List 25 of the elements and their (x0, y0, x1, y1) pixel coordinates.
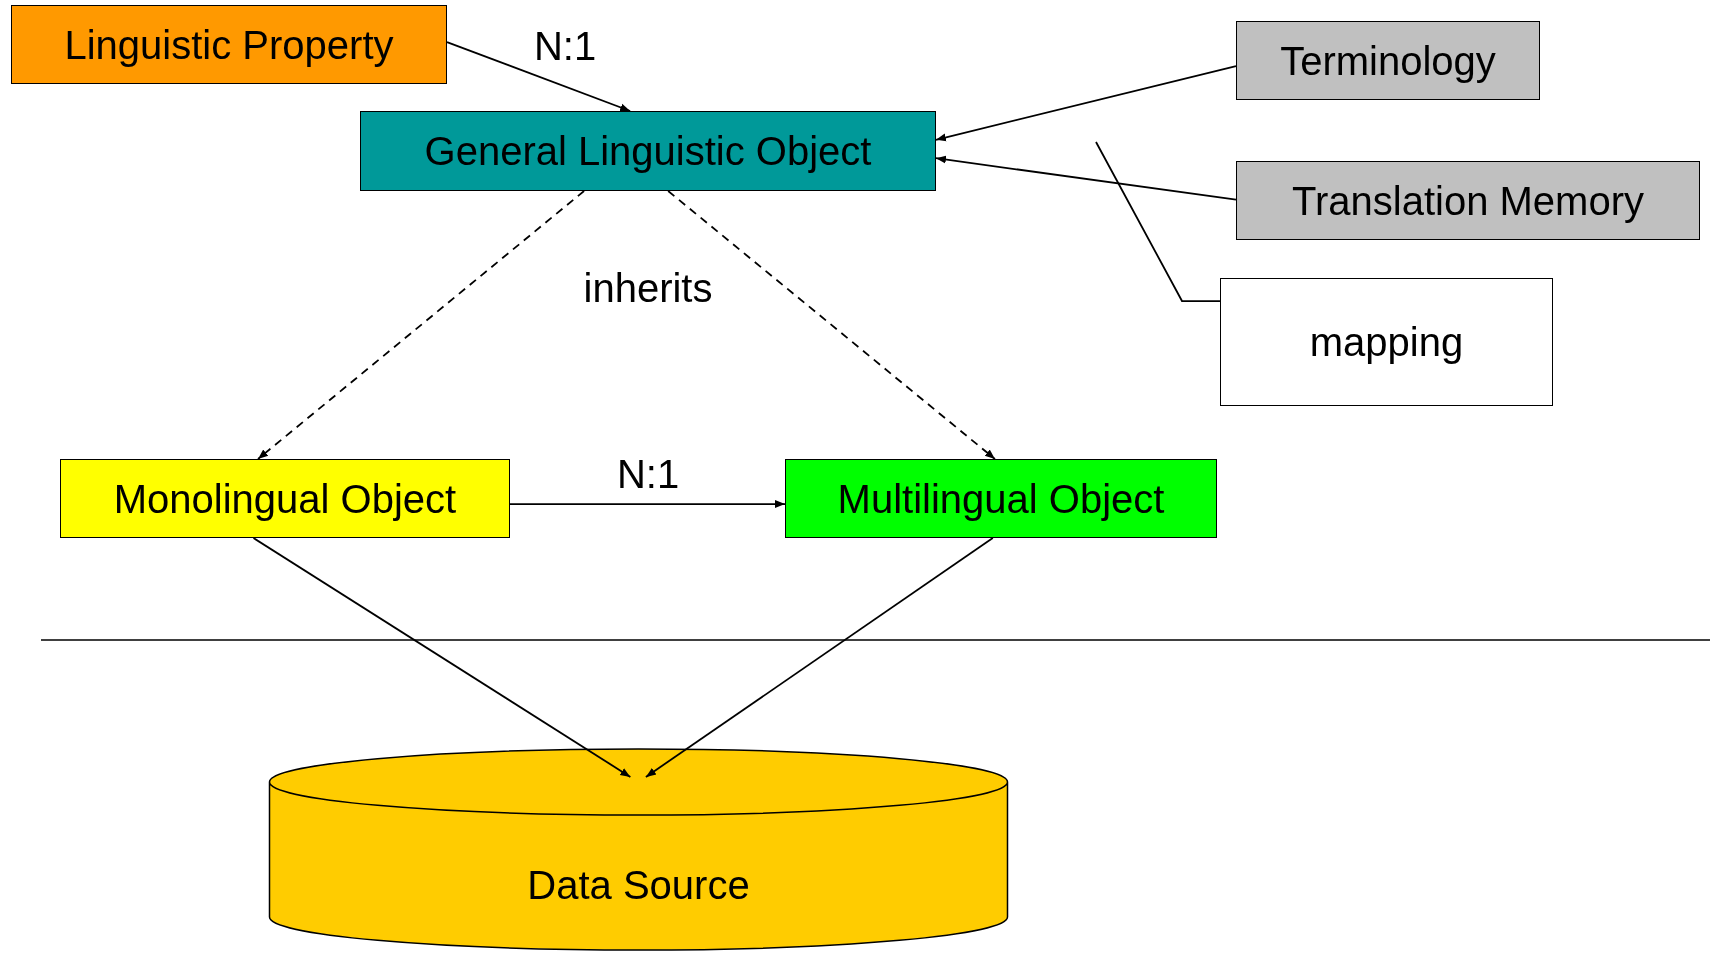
leader-line (1095, 141, 1221, 302)
node-label: mapping (1309, 322, 1464, 362)
node-label: General Linguistic Object (424, 131, 872, 171)
entity-box (60, 459, 510, 538)
arrow (257, 190, 585, 460)
arrow (446, 41, 632, 112)
node-label: Translation Memory (1292, 180, 1644, 221)
arrow (645, 537, 994, 778)
node-label: Linguistic Property (64, 24, 394, 65)
entity-box (785, 459, 1217, 538)
arrow (935, 155, 1237, 201)
arrow (509, 500, 786, 509)
node-label: Data Source (527, 861, 750, 909)
entity-box (1236, 161, 1700, 240)
callout-box (1220, 278, 1553, 406)
relation-label: inherits (583, 268, 713, 308)
arrow (667, 190, 996, 460)
node-label: Monolingual Object (113, 478, 457, 519)
node-label: Terminology (1280, 40, 1496, 81)
arrow (252, 537, 632, 778)
entity-box (11, 5, 447, 84)
arrow (935, 65, 1237, 142)
entity-box (360, 111, 936, 191)
node-label: Multilingual Object (837, 478, 1165, 519)
entity-box (1236, 21, 1540, 100)
